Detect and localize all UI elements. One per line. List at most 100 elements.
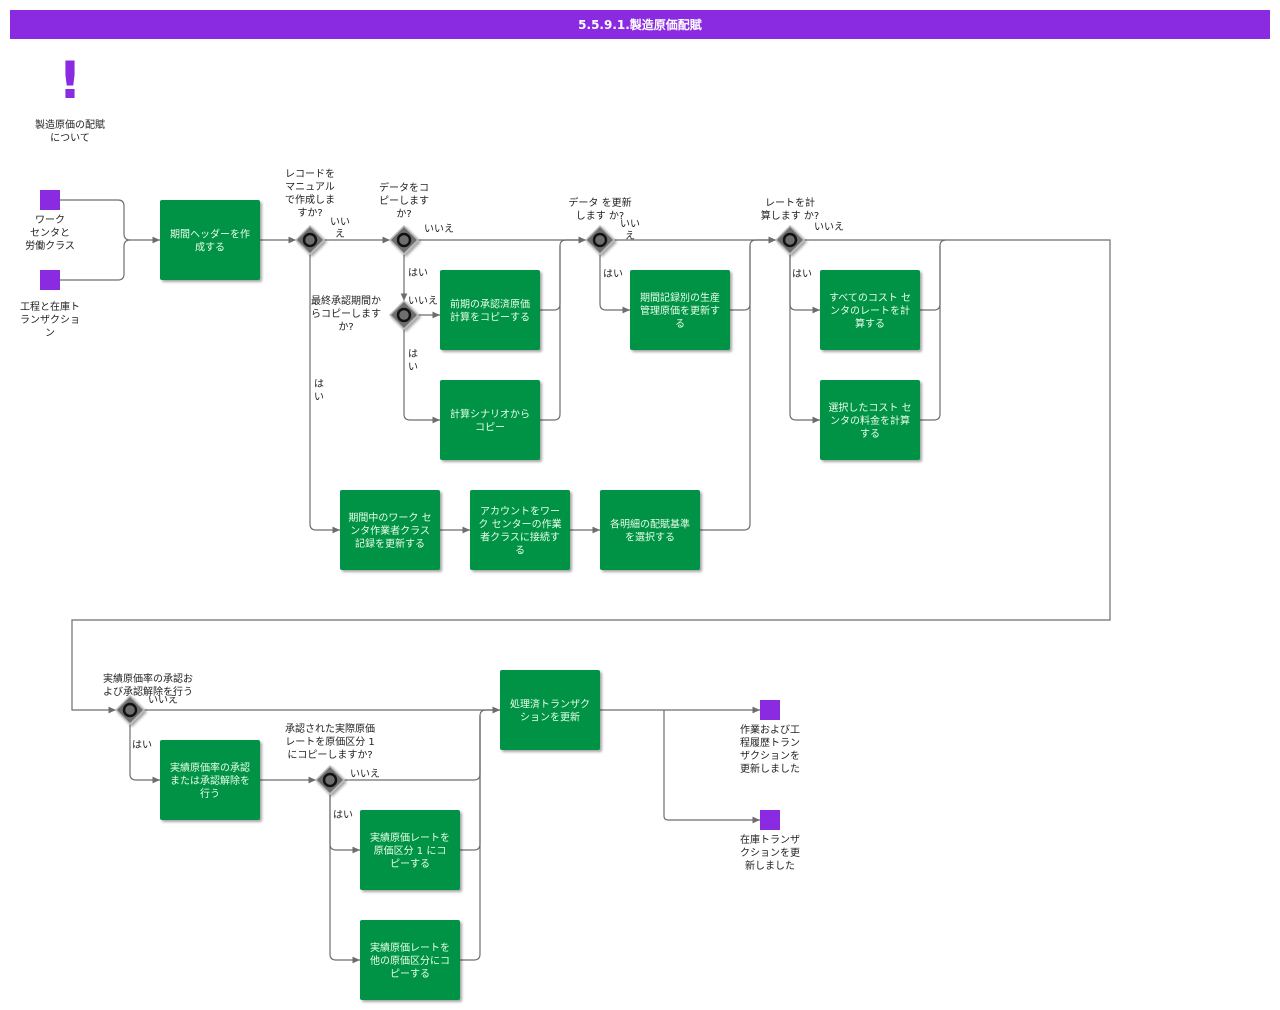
task-wcupd[interactable]: 期間中のワーク センタ作業者クラス記録を更新する <box>340 490 440 570</box>
task-selcc[interactable]: 選択したコスト センタの料金を計算する <box>820 380 920 460</box>
branch-yes-label: はい <box>132 739 152 751</box>
branch-no-label-line: いい <box>330 217 350 228</box>
task-label-line: 期間ヘッダーを作 <box>170 228 250 241</box>
task-label: アカウントをワーク センターの作業者クラスに接続する <box>478 506 561 557</box>
event-label-end1-line: 更新しました <box>740 762 800 775</box>
task-copy1[interactable]: 実績原価レートを原価区分 1 にコピーする <box>360 810 460 890</box>
task-approve[interactable]: 実績原価率の承認または承認解除を行う <box>160 740 260 820</box>
task-label-line: アカウントをワー <box>480 506 560 518</box>
event-proc[interactable] <box>40 270 60 290</box>
branch-yes-label-line: い <box>408 362 418 373</box>
task-copyo[interactable]: 実績原価レートを他の原価区分にコピーする <box>360 920 460 1000</box>
gateway-question-line: か? <box>396 208 411 220</box>
task-label-line: ンタの料金を計算 <box>830 414 910 427</box>
task-label-line: または承認解除を <box>170 774 250 787</box>
branch-no-label: いいえ <box>408 295 438 307</box>
gateway-question-line: らコピーします <box>311 308 381 320</box>
task-label-line: 他の原価区分にコ <box>370 954 450 967</box>
task-label: 計算シナリオからコピー <box>450 408 530 434</box>
event-end1[interactable] <box>760 700 780 720</box>
task-label-line: コピー <box>475 422 505 434</box>
gateway-g4[interactable] <box>584 224 616 256</box>
gateway-question-line: ピーします <box>379 195 429 207</box>
event-label-work-line: 労働クラス <box>25 239 75 252</box>
gateway-g3[interactable] <box>388 299 420 331</box>
task-label-line: 実績原価レートを <box>370 831 450 844</box>
gateway-question: データ を更新します か? <box>568 196 631 222</box>
task-label-line: ションを更新 <box>520 711 580 724</box>
task-header[interactable]: 期間ヘッダーを作成する <box>160 200 260 280</box>
gateway-g1[interactable] <box>294 224 326 256</box>
branch-no-label: いいえ <box>350 768 380 780</box>
event-end2[interactable] <box>760 810 780 830</box>
event-label-proc-line: ン <box>45 328 55 339</box>
gateway-diamond <box>388 224 420 256</box>
task-prev[interactable]: 前期の承認済原価計算をコピーする <box>440 270 540 350</box>
annotation-label-line: について <box>50 132 90 144</box>
event-label-end1-line: 程履歴トラン <box>740 737 800 749</box>
gateway-marker-icon <box>396 307 412 323</box>
task-scen[interactable]: 計算シナリオからコピー <box>440 380 540 460</box>
gateway-question: 実績原価率の承認および承認解除を行う <box>103 672 193 698</box>
task-label-line: を選択する <box>625 531 675 544</box>
sequence-flow <box>460 716 481 851</box>
branch-yes-label: はい <box>333 809 353 821</box>
task-box <box>500 670 600 750</box>
branch-yes-label-line: は <box>408 348 418 360</box>
gateway-marker-icon <box>396 232 412 248</box>
gateway-question-line: 最終承認期間か <box>311 294 381 307</box>
diagram-title-bar: 5.5.9.1.製造原価配賦 <box>10 10 1270 39</box>
gateway-g6[interactable] <box>114 694 146 726</box>
annotation-label: 製造原価の配賦について <box>35 118 105 144</box>
task-period[interactable]: 期間記録別の生産管理原価を更新する <box>630 270 730 350</box>
task-label: すべてのコスト センタのレートを計算する <box>829 292 911 330</box>
task-box <box>340 490 440 570</box>
event-label-end1-line: 作業および工 <box>740 723 800 736</box>
task-label-line: する <box>860 428 880 440</box>
branch-no-label-line: いい <box>620 219 640 230</box>
gateway-diamond <box>314 764 346 796</box>
gateway-question-line: データ を更新 <box>568 196 631 209</box>
gateway-g2[interactable] <box>388 224 420 256</box>
sequence-flows <box>60 199 1111 964</box>
branch-yes-label-line: い <box>314 392 324 403</box>
branch-yes-label: はい <box>408 267 428 279</box>
task-label-line: 記録を更新する <box>355 537 425 550</box>
diagram-labels: !製造原価の配賦についてワークセンタと労働クラス工程と在庫トランザクション作業お… <box>20 51 844 872</box>
task-label-line: 行う <box>200 787 220 800</box>
branch-yes-label: はい <box>792 268 812 280</box>
branch-no-label: いいえ <box>620 219 640 242</box>
sequence-flow <box>309 254 340 534</box>
task-box <box>820 270 920 350</box>
gateway-question: データをコピーしますか? <box>379 181 429 220</box>
task-allcc[interactable]: すべてのコスト センタのレートを計算する <box>820 270 920 350</box>
event-work[interactable] <box>40 190 60 210</box>
gateway-question-line: 算します か? <box>761 209 820 222</box>
branch-yes-label: はい <box>408 348 418 373</box>
branch-yes-label: はい <box>603 268 623 280</box>
gateway-g7[interactable] <box>314 764 346 796</box>
event-label-work-line: センタと <box>30 227 70 239</box>
task-box <box>820 380 920 460</box>
gateway-marker-icon <box>302 232 318 248</box>
task-label-line: 期間記録別の生産 <box>640 291 720 304</box>
event-label-work: ワークセンタと労働クラス <box>25 214 75 252</box>
branch-no-label: いいえ <box>814 221 844 233</box>
branch-no-label: いいえ <box>424 223 454 235</box>
gateway-g5[interactable] <box>774 224 806 256</box>
task-label-line: 前期の承認済原価 <box>450 298 530 311</box>
gateway-question-line: 承認された実際原価 <box>285 722 375 735</box>
task-alloc[interactable]: 各明細の配賦基準を選択する <box>600 490 700 570</box>
gateway-question-line: します か? <box>576 210 625 222</box>
task-box <box>600 490 700 570</box>
task-box <box>630 270 730 350</box>
sequence-flow <box>403 329 440 424</box>
task-label: 期間中のワーク センタ作業者クラス記録を更新する <box>348 511 431 550</box>
task-acct[interactable]: アカウントをワーク センターの作業者クラスに接続する <box>470 490 570 570</box>
task-label-line: ンタ作業者クラス <box>350 524 430 537</box>
task-box <box>470 490 570 570</box>
task-proc[interactable]: 処理済トランザクションを更新 <box>500 670 600 750</box>
task-box <box>440 270 540 350</box>
exclamation-icon[interactable]: ! <box>58 51 82 111</box>
